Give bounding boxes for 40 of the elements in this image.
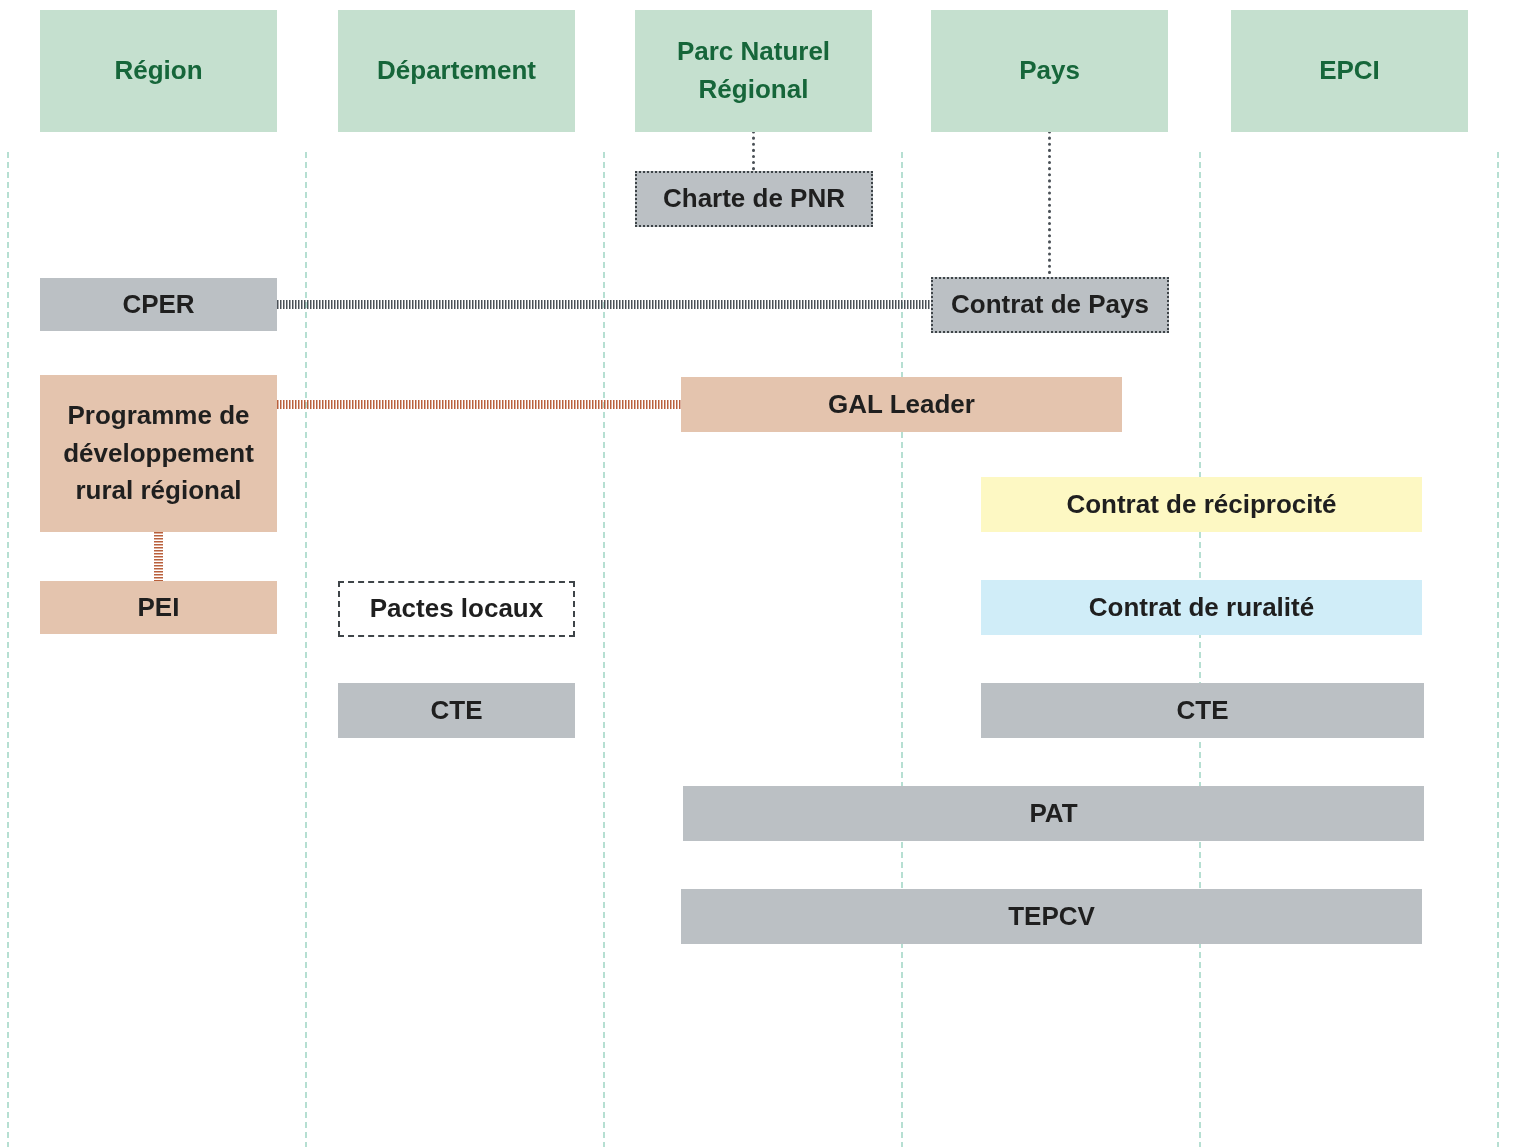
program-box xyxy=(40,581,277,634)
dotted-connector xyxy=(752,130,755,173)
dotted-connector xyxy=(154,532,163,581)
header-label: Région xyxy=(113,54,204,88)
box-label: CTE xyxy=(1175,693,1230,727)
column-header xyxy=(40,10,277,132)
box-label: PAT xyxy=(1028,796,1079,830)
program-box xyxy=(681,377,1122,432)
program-box xyxy=(981,580,1422,635)
program-box xyxy=(981,477,1422,532)
dotted-connector xyxy=(277,300,931,309)
box-label: TEPCV xyxy=(1007,899,1096,933)
header-label: Pays xyxy=(1018,54,1081,88)
box-label: GAL Leader xyxy=(827,387,976,421)
box-label: PEI xyxy=(136,590,181,624)
header-label: EPCI xyxy=(1318,54,1381,88)
header-label: Parc Naturel Régional xyxy=(675,35,832,106)
program-box xyxy=(338,581,575,637)
column-header xyxy=(635,10,872,132)
program-box xyxy=(981,683,1424,738)
header-label: Département xyxy=(376,54,537,88)
box-label: Contrat de Pays xyxy=(950,288,1150,322)
box-label: Programme de développement rural régional xyxy=(62,398,255,508)
box-label: CTE xyxy=(429,693,484,727)
program-box xyxy=(681,889,1422,944)
dotted-connector xyxy=(277,400,681,409)
program-box xyxy=(683,786,1424,841)
box-label: CPER xyxy=(121,287,196,321)
column-header xyxy=(931,10,1168,132)
program-box xyxy=(635,171,873,227)
program-box xyxy=(40,278,277,331)
column-header xyxy=(1231,10,1468,132)
box-label: Contrat de ruralité xyxy=(1087,590,1316,624)
box-label: Pactes locaux xyxy=(368,592,545,626)
program-box xyxy=(931,277,1169,333)
program-box xyxy=(338,683,575,738)
box-label: Charte de PNR xyxy=(661,182,846,216)
box-label: Contrat de réciprocité xyxy=(1065,487,1338,521)
program-box xyxy=(40,375,277,532)
column-header xyxy=(338,10,575,132)
